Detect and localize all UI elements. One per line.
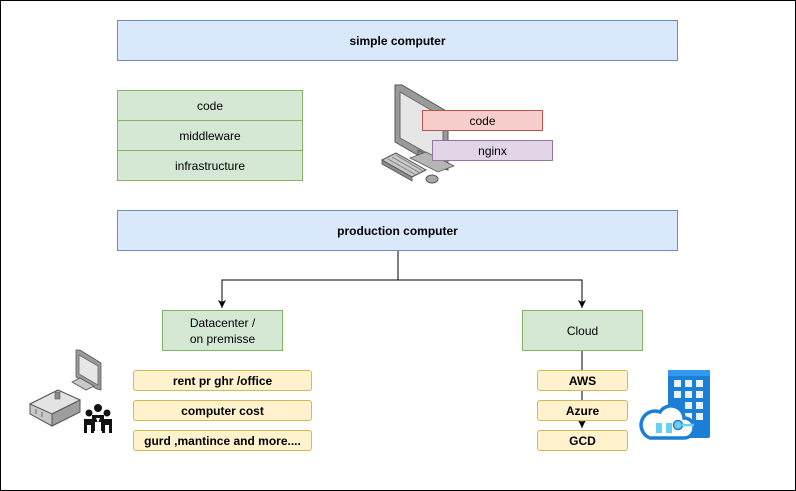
datacenter-label-line1: Datacenter / bbox=[189, 315, 256, 330]
datacenter-cost-item: rent pr ghr /office bbox=[133, 370, 312, 391]
cloud-label: Cloud bbox=[566, 323, 599, 338]
stack-item-label: infrastructure bbox=[174, 158, 246, 173]
datacenter-cost-label: rent pr ghr /office bbox=[172, 373, 273, 388]
stack-item-code: code bbox=[117, 90, 303, 121]
datacenter-cost-item: computer cost bbox=[133, 400, 312, 421]
cloud-provider-gcd: GCD bbox=[537, 430, 628, 451]
datacenter-cost-label: gurd ,mantince and more.... bbox=[144, 433, 301, 448]
cloud-provider-label: AWS bbox=[568, 373, 597, 388]
datacenter-cost-item: gurd ,mantince and more.... bbox=[133, 430, 312, 451]
datacenter-label-line2: on premisse bbox=[189, 331, 256, 346]
staff-group-icon bbox=[84, 404, 112, 433]
cloud-provider-azure: Azure bbox=[537, 400, 628, 421]
cloud-provider-label: GCD bbox=[569, 433, 596, 448]
small-computer-icon bbox=[71, 349, 102, 391]
production-computer-title: production computer bbox=[337, 223, 458, 238]
cloud-provider-label: Azure bbox=[565, 403, 600, 418]
datacenter-box: Datacenter / on premisse bbox=[162, 310, 283, 351]
code-layer-box: code bbox=[422, 110, 543, 131]
on-premises-building-icon bbox=[28, 389, 82, 427]
stack-item-label: middleware bbox=[179, 128, 241, 143]
simple-computer-title: simple computer bbox=[349, 33, 446, 48]
cloud-box: Cloud bbox=[522, 310, 643, 351]
cloud-provider-aws: AWS bbox=[537, 370, 628, 391]
stack-item-label: code bbox=[196, 98, 224, 113]
datacenter-cost-label: computer cost bbox=[181, 403, 264, 418]
code-layer-label: code bbox=[469, 113, 496, 128]
nginx-layer-box: nginx bbox=[432, 140, 553, 161]
simple-computer-header: simple computer bbox=[117, 20, 678, 61]
stack-item-infrastructure: infrastructure bbox=[117, 150, 303, 181]
stack-item-middleware: middleware bbox=[117, 120, 303, 151]
connector-to-cloud bbox=[398, 279, 586, 308]
production-computer-header: production computer bbox=[117, 210, 678, 251]
nginx-layer-label: nginx bbox=[478, 143, 507, 158]
connector-to-datacenter bbox=[218, 250, 399, 308]
